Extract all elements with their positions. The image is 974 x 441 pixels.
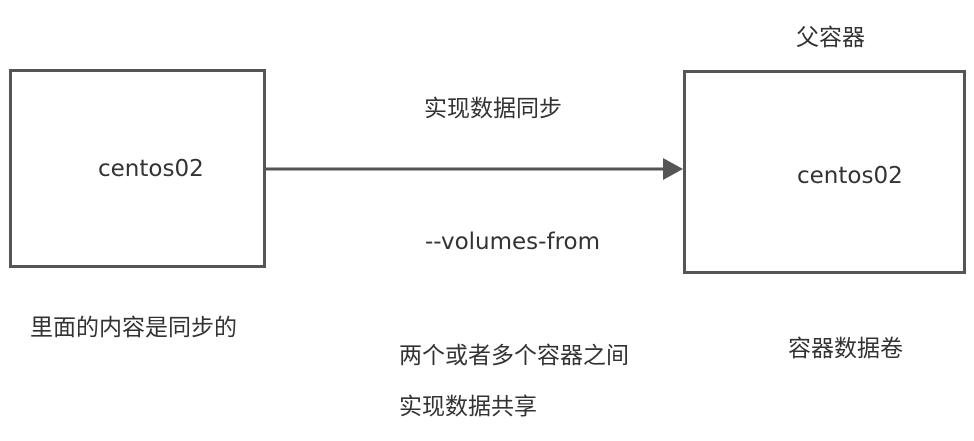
arrow-label-volumes-from: --volumes-from — [425, 229, 600, 255]
middle-caption-line2: 实现数据共享 — [399, 394, 537, 420]
left-container-label: centos02 — [98, 156, 204, 182]
left-container-box: centos02 — [9, 69, 266, 268]
left-caption: 里面的内容是同步的 — [30, 315, 237, 341]
arrow-label-sync: 实现数据同步 — [424, 96, 562, 122]
parent-container-box: centos02 — [683, 70, 966, 274]
middle-caption-line1: 两个或者多个容器之间 — [399, 343, 629, 369]
parent-container-label: centos02 — [797, 163, 903, 189]
arrow-head — [663, 158, 683, 180]
parent-container-title: 父容器 — [796, 25, 865, 51]
right-caption: 容器数据卷 — [788, 336, 903, 362]
